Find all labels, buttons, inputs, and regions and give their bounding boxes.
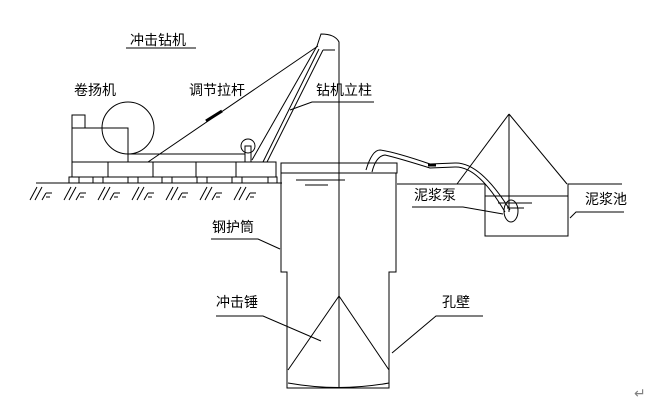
hole-wall-label: 孔壁 [442, 295, 470, 311]
drill-mast [251, 33, 340, 388]
ground-hatch-stroke [238, 186, 247, 201]
ground-hatch-stroke [102, 186, 111, 201]
ground-hatch-stroke [170, 186, 179, 201]
ground-hatch-stroke [233, 186, 242, 201]
winch [71, 101, 256, 163]
steel-casing [280, 162, 398, 389]
ground-hatch-stroke [41, 192, 47, 201]
drill-mast-label: 钻机立柱 [316, 83, 372, 99]
ground-hatch-stroke [136, 186, 145, 201]
ground-hatch-stroke [97, 186, 106, 201]
steel-casing-leader [211, 238, 281, 250]
ground-hatch-stroke [75, 192, 81, 201]
ground-hatch-stroke [131, 186, 140, 201]
mud-pump-label: 泥浆泵 [414, 188, 456, 204]
drill-mast-leader [289, 101, 374, 111]
hole-wall-leader [391, 315, 483, 354]
mud-pump-body [503, 199, 519, 223]
steel-casing-label: 钢护筒 [212, 219, 254, 236]
ground-hatch-stroke [109, 192, 115, 201]
ground-hatch-stroke [165, 186, 174, 201]
ground-hatch-stroke [68, 186, 77, 201]
percussion-hammer [287, 295, 390, 388]
ground-hatch-stroke [34, 186, 43, 201]
winch-label: 卷扬机 [74, 83, 116, 99]
mud-pipe [365, 149, 511, 213]
mud-pit [456, 113, 622, 237]
mud-pit-leader [569, 211, 624, 219]
ground-hatch-stroke [143, 192, 149, 201]
adjusting-rod-label: 调节拉杆 [189, 83, 245, 99]
title-label: 冲击钻机 [130, 33, 186, 49]
adjusting-rod [147, 45, 319, 163]
drill-base [68, 161, 278, 184]
paragraph-return-icon: ↵ [634, 386, 646, 402]
ground-hatch-stroke [177, 192, 183, 201]
ground-hatch-stroke [199, 186, 208, 201]
mud-pit-label: 泥浆池 [585, 192, 627, 208]
ground-hatch-stroke [204, 186, 213, 201]
ground-hatch-stroke [29, 186, 38, 201]
ground [29, 182, 282, 201]
percussion-hammer-label: 冲击锤 [216, 295, 258, 311]
ground-hatch-stroke [63, 186, 72, 201]
ground-hatch-stroke [245, 192, 251, 201]
percussion-hammer-leader [216, 315, 322, 342]
ground-hatch-stroke [211, 192, 217, 201]
mud-pump-leader [412, 206, 504, 215]
